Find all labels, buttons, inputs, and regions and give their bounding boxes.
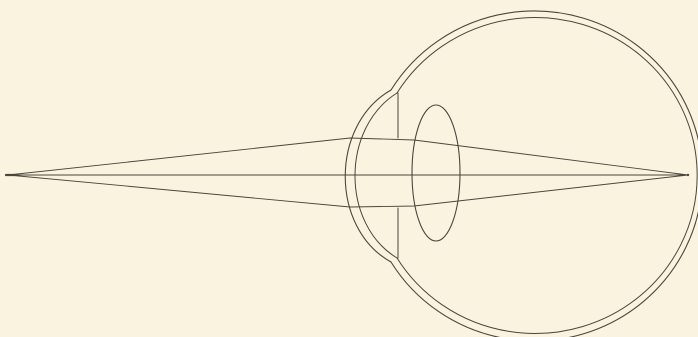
- focal-point: [687, 174, 689, 176]
